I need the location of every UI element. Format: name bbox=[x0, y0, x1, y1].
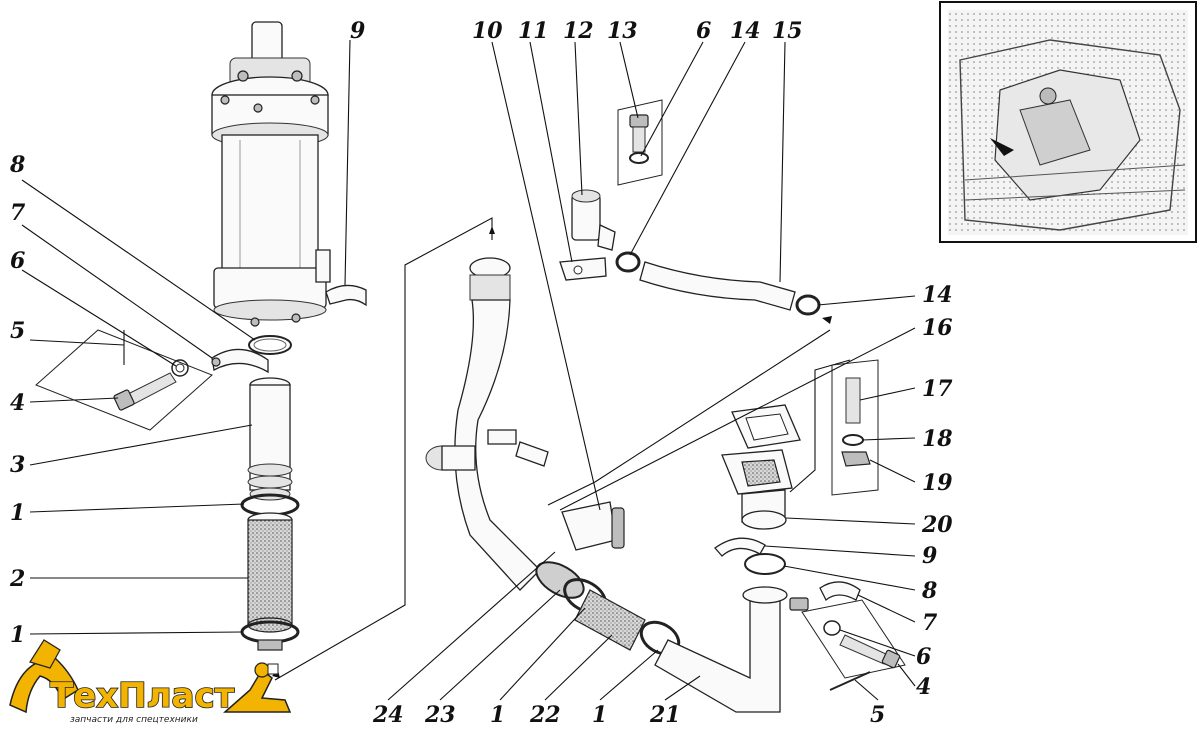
hose-22 bbox=[574, 589, 646, 651]
callout-23: 23 bbox=[424, 702, 456, 728]
pipe-21 bbox=[654, 586, 788, 713]
callout-19: 19 bbox=[922, 470, 953, 496]
clamp-half-7-left bbox=[211, 348, 269, 374]
bolt-10-assembly bbox=[487, 429, 625, 551]
clamp-14-upper bbox=[615, 251, 641, 273]
clamp-half-9-right bbox=[714, 537, 766, 557]
clamp-14-lower bbox=[795, 294, 821, 316]
seal-ring-8-right bbox=[744, 553, 786, 575]
callout-14-top: 14 bbox=[730, 18, 761, 44]
leader-lines bbox=[21, 39, 916, 701]
callout-8-left: 8 bbox=[9, 152, 25, 178]
hose-2 bbox=[247, 512, 293, 633]
callout-14-right: 14 bbox=[922, 282, 953, 308]
stud-17-nut-washer bbox=[831, 359, 879, 496]
gasket-16 bbox=[731, 404, 801, 449]
callout-12: 12 bbox=[563, 18, 594, 44]
callout-5-left: 5 bbox=[10, 318, 25, 344]
callout-1-left-lower: 1 bbox=[10, 622, 25, 648]
callout-24: 24 bbox=[372, 702, 404, 728]
pipe-3 bbox=[247, 377, 293, 501]
callout-4-left: 4 bbox=[10, 390, 25, 416]
air-cleaner-housing bbox=[211, 21, 367, 327]
callout-1-bottom-a: 1 bbox=[490, 702, 505, 728]
callout-7-right: 7 bbox=[922, 610, 938, 636]
callout-20: 20 bbox=[921, 512, 953, 538]
callout-6-top: 6 bbox=[696, 18, 711, 44]
logo-tagline: запчасти для спецтехники bbox=[70, 715, 198, 725]
callout-6-right: 6 bbox=[916, 644, 931, 670]
callout-15: 15 bbox=[772, 18, 803, 44]
callout-5-right: 5 bbox=[870, 702, 885, 728]
callout-8-right: 8 bbox=[921, 578, 937, 604]
callout-18: 18 bbox=[922, 426, 953, 452]
callout-6-left: 6 bbox=[10, 248, 25, 274]
callout-1-left-upper: 1 bbox=[10, 500, 25, 526]
callout-7-left: 7 bbox=[10, 200, 26, 226]
callout-3: 3 bbox=[10, 452, 25, 478]
flange-20 bbox=[721, 449, 793, 530]
logo-name: ТехПласт bbox=[50, 676, 235, 716]
inset-engine-view bbox=[939, 1, 1197, 243]
dashed-connector-right bbox=[547, 316, 851, 506]
seal-ring-8-left bbox=[248, 335, 292, 355]
bolt-13 bbox=[617, 99, 663, 186]
callout-labels: 9 8 7 6 5 4 3 1 2 1 10 11 12 13 6 14 15 … bbox=[9, 18, 953, 728]
gasket-11 bbox=[559, 257, 607, 281]
bolt-4-left bbox=[35, 329, 213, 431]
hose-15 bbox=[639, 261, 796, 311]
clamp-half-7-right bbox=[819, 581, 861, 602]
elbow-12 bbox=[571, 189, 616, 251]
callout-11: 11 bbox=[518, 18, 549, 44]
callout-16: 16 bbox=[922, 315, 953, 341]
brand-logo: ТехПласт запчасти для спецтехники bbox=[9, 639, 292, 725]
callout-17: 17 bbox=[922, 376, 953, 402]
callout-9-right: 9 bbox=[922, 543, 937, 569]
intake-pipe-24 bbox=[425, 257, 541, 591]
callout-10: 10 bbox=[472, 18, 503, 44]
callout-1-bottom-b: 1 bbox=[592, 702, 607, 728]
callout-22: 22 bbox=[529, 702, 561, 728]
bolt-4-right-assembly bbox=[789, 597, 906, 691]
callout-13: 13 bbox=[607, 18, 638, 44]
callout-21: 21 bbox=[649, 702, 681, 728]
callout-4-right: 4 bbox=[916, 674, 931, 700]
callout-9-top: 9 bbox=[350, 18, 365, 44]
callout-2: 2 bbox=[9, 566, 25, 592]
